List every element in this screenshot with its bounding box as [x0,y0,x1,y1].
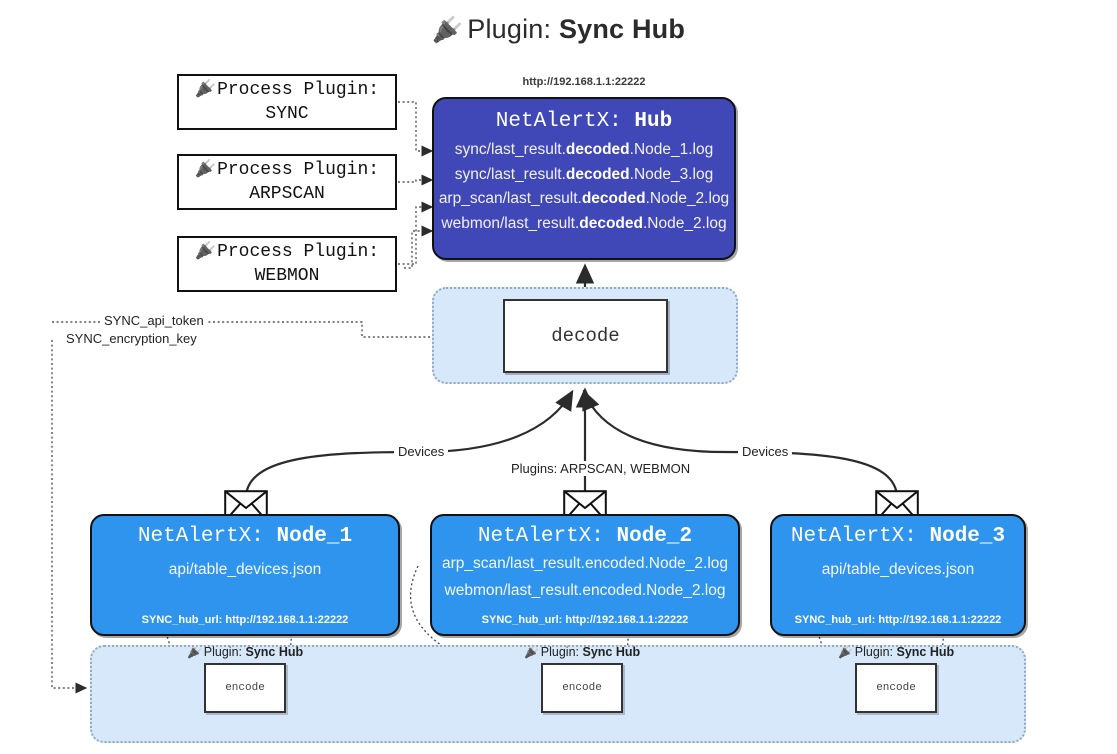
hub-title-prefix: NetAlertX: [495,110,622,133]
hub-node[interactable]: NetAlertX: Hub sync/last_result.decoded.… [432,97,736,260]
hub-url: http://192.168.1.1:22222 [522,76,646,88]
label-devices-right: Devices [738,444,793,459]
page-title: 🔌Plugin: Sync Hub [0,14,1117,45]
encode-plugin-label-3: 🔌Plugin: Sync Hub [837,645,955,659]
node-title: NetAlertX: Node_3 [790,525,1006,548]
hub-log-line: arp_scan/last_result.decoded.Node_2.log [438,190,730,207]
plug-icon: 🔌 [194,78,217,98]
process-plugin-line2: ARPSCAN [249,184,325,204]
label-sync-api-token: SYNC_api_token [100,313,208,328]
encode-box-3[interactable]: encode [855,663,937,713]
node-line: webmon/last_result.encoded.Node_2.log [444,581,726,599]
title-prefix: Plugin: [467,14,552,44]
plug-icon: 🔌 [431,16,464,44]
label-devices-left: Devices [394,444,449,459]
node-footer: SYNC_hub_url: http://192.168.1.1:22222 [481,614,689,626]
hub-title-name: Hub [634,110,673,133]
node-title: NetAlertX: Node_2 [477,525,693,548]
title-name: Sync Hub [558,14,686,44]
plug-icon: 🔌 [523,645,539,659]
label-sync-encryption-key: SYNC_encryption_key [62,331,201,346]
node-line: api/table_devices.json [168,561,322,578]
process-plugin-line1: Process Plugin: [217,79,380,100]
process-plugin-line1: Process Plugin: [217,241,380,262]
process-plugin-line2: SYNC [265,104,309,124]
node-title: NetAlertX: Node_1 [137,525,353,548]
hub-log-line: sync/last_result.decoded.Node_3.log [454,165,714,183]
encode-box-1[interactable]: encode [204,663,286,713]
node-line: api/table_devices.json [821,561,975,578]
process-plugin-line2: WEBMON [254,266,320,286]
encode-plugin-label-2: 🔌Plugin: Sync Hub [523,645,641,659]
plug-icon: 🔌 [837,645,853,659]
plug-icon: 🔌 [186,645,202,659]
node-line: arp_scan/last_result.encoded.Node_2.log [441,555,729,572]
plug-icon: 🔌 [194,240,217,260]
process-plugin-sync[interactable]: 🔌Process Plugin: SYNC [177,74,397,130]
label-plugins-center: Plugins: ARPSCAN, WEBMON [507,461,695,476]
encode-plugin-label-1: 🔌Plugin: Sync Hub [186,645,304,659]
node-3[interactable]: NetAlertX: Node_3 api/table_devices.json… [770,514,1026,636]
plug-icon: 🔌 [194,158,217,178]
process-plugin-line1: Process Plugin: [217,159,380,180]
node-footer: SYNC_hub_url: http://192.168.1.1:22222 [794,614,1002,626]
decode-box[interactable]: decode [503,299,668,373]
encode-box-2[interactable]: encode [541,663,623,713]
node-1[interactable]: NetAlertX: Node_1 api/table_devices.json… [90,514,400,636]
hub-log-line: webmon/last_result.decoded.Node_2.log [441,214,727,232]
hub-log-line: sync/last_result.decoded.Node_1.log [454,141,714,158]
hub-title: NetAlertX: Hub [434,110,734,133]
process-plugin-arpscan[interactable]: 🔌Process Plugin: ARPSCAN [177,154,397,210]
process-plugin-webmon[interactable]: 🔌Process Plugin: WEBMON [177,236,397,292]
node-2[interactable]: NetAlertX: Node_2 arp_scan/last_result.e… [430,514,740,636]
node-footer: SYNC_hub_url: http://192.168.1.1:22222 [141,614,349,626]
